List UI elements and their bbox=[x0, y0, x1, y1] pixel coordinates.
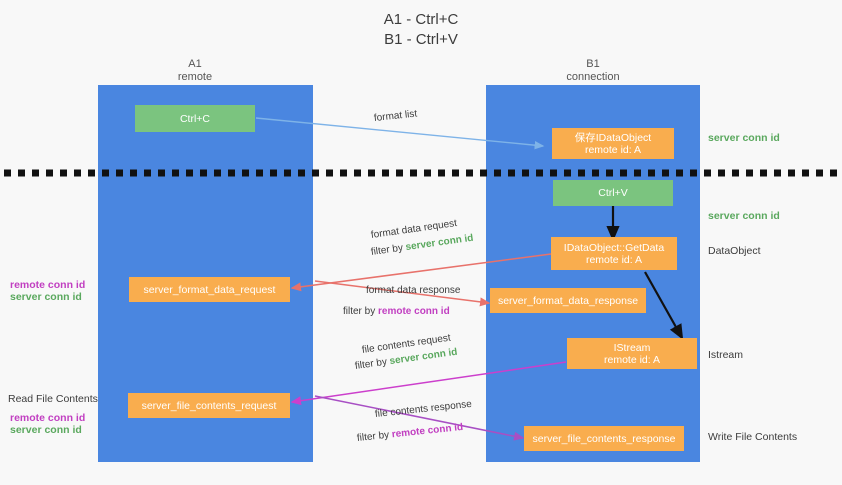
edge-label-file-contents-response: file contents response bbox=[374, 398, 473, 420]
column-header-a1: A1 remote bbox=[177, 58, 213, 83]
left-label-server-conn-id-1: server conn id bbox=[10, 291, 82, 303]
node-ctrl-c[interactable]: Ctrl+C bbox=[135, 105, 255, 132]
left-label-remote-conn-id-2: remote conn id bbox=[10, 412, 86, 424]
right-label-istream: Istream bbox=[708, 349, 744, 361]
node-server-file-contents-request[interactable]: server_file_contents_request bbox=[128, 393, 290, 418]
filter-prefix: filter by bbox=[343, 306, 379, 317]
filter-prefix: filter by bbox=[356, 429, 393, 444]
edge-label-format-data-response: format data response bbox=[366, 285, 461, 296]
right-label-server-conn-id-2: server conn id bbox=[708, 210, 780, 222]
filter-key-remote-conn-id: remote conn id bbox=[378, 306, 450, 317]
edge-label-format-list: format list bbox=[373, 108, 418, 124]
right-label-write-file-contents: Write File Contents bbox=[708, 431, 798, 443]
node-server-format-data-request[interactable]: server_format_data_request bbox=[129, 277, 290, 302]
left-label-remote-conn-id-1: remote conn id bbox=[10, 279, 86, 291]
node-istream[interactable]: IStream remote id: A bbox=[567, 338, 697, 369]
node-server-format-data-response[interactable]: server_format_data_response bbox=[490, 288, 646, 313]
node-getdata[interactable]: IDataObject::GetData remote id: A bbox=[551, 237, 677, 270]
right-label-dataobject: DataObject bbox=[708, 245, 761, 257]
page-title: A1 - Ctrl+C B1 - Ctrl+V bbox=[383, 11, 459, 48]
right-label-server-conn-id-1: server conn id bbox=[708, 132, 780, 144]
edge-label-format-data-response-filter: filter by remote conn id bbox=[343, 305, 450, 318]
filter-prefix: filter by bbox=[354, 356, 391, 372]
edge-label-file-contents-response-filter: filter by remote conn id bbox=[356, 421, 463, 445]
node-ctrl-v[interactable]: Ctrl+V bbox=[553, 180, 673, 206]
filter-prefix: filter by bbox=[370, 242, 407, 258]
left-label-read-file-contents: Read File Contents bbox=[8, 393, 98, 405]
node-server-file-contents-response[interactable]: server_file_contents_response bbox=[524, 426, 684, 451]
left-label-server-conn-id-2: server conn id bbox=[10, 424, 82, 436]
filter-key-remote-conn-id: remote conn id bbox=[391, 421, 464, 441]
column-header-b1: B1 connection bbox=[566, 58, 620, 83]
node-save-dataobject[interactable]: 保存IDataObject remote id: A bbox=[552, 128, 674, 159]
